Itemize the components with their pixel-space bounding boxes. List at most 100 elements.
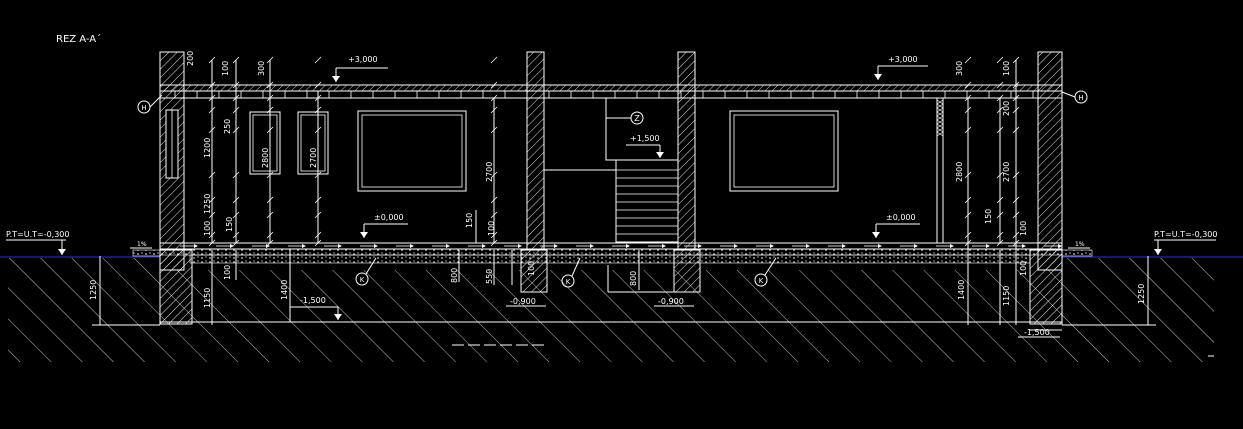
- slab-arrowhead: [446, 244, 450, 248]
- dim-tick: [314, 81, 322, 89]
- dim-tick: [1012, 211, 1020, 219]
- marker-k-2: K: [561, 257, 581, 288]
- marker-h-left: H: [137, 94, 163, 114]
- dim-tick: [490, 171, 498, 179]
- dim-250-left: 250: [223, 119, 232, 134]
- dim-tick: [314, 239, 322, 247]
- level-floor-right-label: ±0,000: [886, 213, 916, 222]
- dim-tick: [490, 211, 498, 219]
- dim-tick: [266, 56, 274, 64]
- dim-tick: [490, 231, 498, 239]
- wall-mid-2-footing: [673, 249, 701, 293]
- ladder-rung: [936, 103, 944, 109]
- slab-arrowhead: [1058, 244, 1062, 248]
- level-found-mid-2-label: -0,900: [658, 297, 684, 306]
- window-left-wall: [165, 109, 179, 179]
- dim-tick: [490, 126, 498, 134]
- dim-tick: [1012, 196, 1020, 204]
- wall-right: [1037, 51, 1063, 271]
- level-terrain-left: P.T=U.T=-0,300: [6, 230, 70, 255]
- level-terrain-right-label: P.T=U.T=-0,300: [1154, 230, 1218, 239]
- slab-arrowhead: [194, 244, 198, 248]
- dim-tick: [964, 126, 972, 134]
- dim-tick: [490, 106, 498, 114]
- level-found-right: -1,500: [1018, 328, 1060, 338]
- dim-tick: [208, 94, 216, 102]
- dim-tick: [996, 126, 1004, 134]
- level-floor-left: ±0,000: [360, 213, 408, 238]
- roof-slab: [159, 84, 1063, 99]
- dim-tick: [996, 81, 1004, 89]
- slab-arrowhead: [338, 244, 342, 248]
- dim-2800-left: 2800: [261, 148, 270, 168]
- soil-right: [1062, 256, 1243, 362]
- dim-tick: [1012, 171, 1020, 179]
- marker-h-right: H: [1061, 90, 1088, 104]
- dim-2700-mid: 2700: [485, 162, 494, 182]
- ladder-rung: [936, 111, 944, 117]
- dim-tick: [314, 56, 322, 64]
- dim-800-mid: 800: [450, 268, 459, 283]
- dim-tick: [266, 106, 274, 114]
- dim-tick: [490, 81, 498, 89]
- dim-2700-left: 2700: [309, 148, 318, 168]
- marker-h-left-label: H: [141, 104, 146, 112]
- marker-z: Z: [606, 111, 644, 125]
- door-2: [297, 111, 329, 175]
- slab-arrowhead: [1022, 244, 1026, 248]
- dim-tick: [232, 94, 240, 102]
- dim-200-right: 200: [1002, 101, 1011, 116]
- dim-tick: [208, 106, 216, 114]
- level-found-mid-2: -0,900: [654, 297, 694, 307]
- dim-100-right-found: 100: [1019, 261, 1028, 276]
- dim-tick: [314, 196, 322, 204]
- dim-tick: [964, 106, 972, 114]
- level-roof-right-label: +3,000: [888, 55, 918, 64]
- dimension-texts: 200 100 300 250 1200 1250 100 150 2800 2…: [89, 51, 1146, 308]
- dim-200-top-left: 200: [186, 51, 195, 66]
- dim-tick: [208, 56, 216, 64]
- dim-tick: [232, 56, 240, 64]
- dim-tick: [266, 171, 274, 179]
- dim-tick: [232, 211, 240, 219]
- dim-100-below-left: 100: [223, 265, 232, 280]
- dim-100-left: 100: [203, 221, 212, 236]
- slab-arrowhead: [914, 244, 918, 248]
- dim-tick: [1012, 239, 1020, 247]
- level-roof-left: +3,000: [332, 55, 388, 82]
- dim-tick: [208, 211, 216, 219]
- dim-tick: [266, 211, 274, 219]
- dim-tick: [964, 196, 972, 204]
- dim-tick: [232, 196, 240, 204]
- dim-tick: [208, 126, 216, 134]
- dim-tick: [490, 239, 498, 247]
- dim-tick: [1012, 81, 1020, 89]
- ladder-rung: [936, 127, 944, 133]
- door-1: [249, 111, 281, 175]
- dim-100-right: 100: [1019, 221, 1028, 236]
- slab-arrowhead: [842, 244, 846, 248]
- dim-tick: [1012, 126, 1020, 134]
- marker-k-3-label: K: [759, 277, 764, 285]
- dim-100-top-left: 100: [221, 61, 230, 76]
- dim-tick: [314, 94, 322, 102]
- dim-tick: [232, 81, 240, 89]
- drawing-title: REZ A-A´: [56, 33, 101, 45]
- slab-arrowhead: [482, 244, 486, 248]
- dim-tick: [964, 231, 972, 239]
- level-stair-landing: +1,500: [626, 134, 664, 158]
- marker-k-2-label: K: [566, 278, 571, 286]
- dim-tick: [208, 171, 216, 179]
- wall-mid-1: [526, 51, 545, 251]
- slab-arrows: [180, 244, 1062, 248]
- wall-mid-2: [677, 51, 696, 251]
- level-floor-right: ±0,000: [872, 213, 920, 238]
- dim-tick: [996, 231, 1004, 239]
- slab-arrowhead: [770, 244, 774, 248]
- dimension-ticks: [208, 56, 1020, 247]
- dim-100-mid-found: 100: [527, 261, 536, 276]
- dim-tick: [996, 171, 1004, 179]
- dim-tick: [232, 126, 240, 134]
- dim-150-mid: 150: [465, 213, 474, 228]
- dim-tick: [1012, 106, 1020, 114]
